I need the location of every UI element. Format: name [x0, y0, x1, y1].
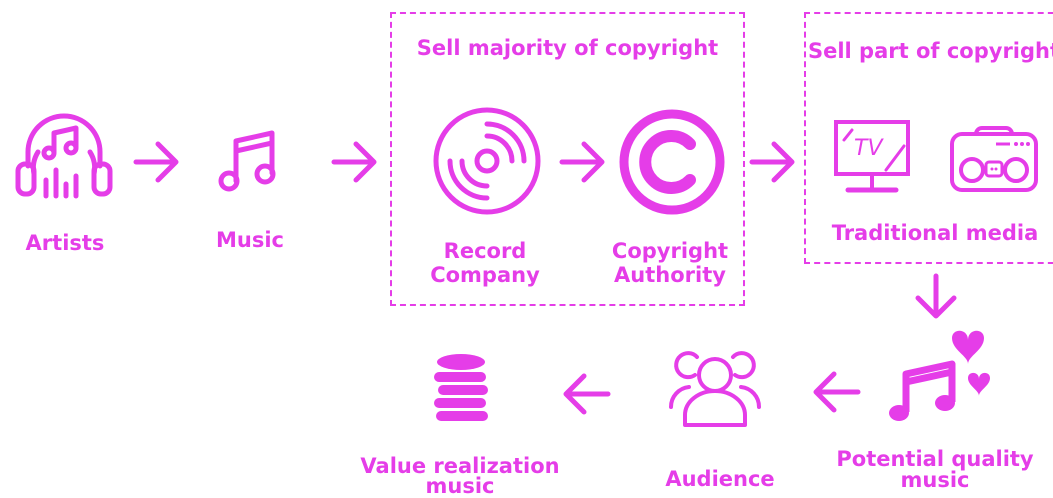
value-realization-music-label-line2: music — [425, 474, 495, 498]
media-box-title: Sell part of copyright — [807, 39, 1053, 63]
record-company-label-line2: Company — [430, 263, 540, 287]
arrow-right-icon — [749, 141, 795, 183]
record-company-label-line1: Record — [443, 239, 527, 263]
vinyl-record-icon — [433, 107, 541, 215]
coins-stack-icon — [434, 354, 488, 421]
tv-icon — [834, 120, 910, 193]
potential-quality-music-label-line1: Potential quality — [836, 447, 1034, 471]
arrow-right-icon — [559, 141, 605, 183]
record-label-box-title: Sell majority of copyright — [416, 36, 719, 60]
headphones-music-icon — [15, 113, 113, 199]
potential-quality-music-label-line2: music — [900, 468, 970, 492]
value-realization-music-label-line1: Value realization — [360, 454, 560, 478]
radio-icon — [950, 126, 1038, 192]
copyright-authority-label-line2: Authority — [614, 263, 726, 287]
media-box — [804, 12, 1053, 264]
artists-label: Artists — [25, 231, 105, 255]
record-label-box — [390, 12, 745, 306]
arrow-right-icon — [133, 141, 179, 183]
arrow-right-icon — [331, 141, 377, 183]
music-hearts-icon — [889, 330, 990, 421]
traditional-media-label: Traditional media — [831, 221, 1039, 245]
music-note-icon — [218, 130, 276, 192]
arrow-left-icon — [563, 373, 611, 415]
tv-screen-text: TV — [854, 136, 883, 161]
arrow-down-icon — [915, 273, 957, 319]
audience-label: Audience — [665, 467, 775, 491]
arrow-left-icon — [813, 371, 861, 413]
music-label: Music — [216, 228, 284, 252]
copyright-icon — [619, 109, 725, 215]
copyright-authority-label-line1: Copyright — [611, 239, 729, 263]
users-icon — [668, 351, 762, 427]
